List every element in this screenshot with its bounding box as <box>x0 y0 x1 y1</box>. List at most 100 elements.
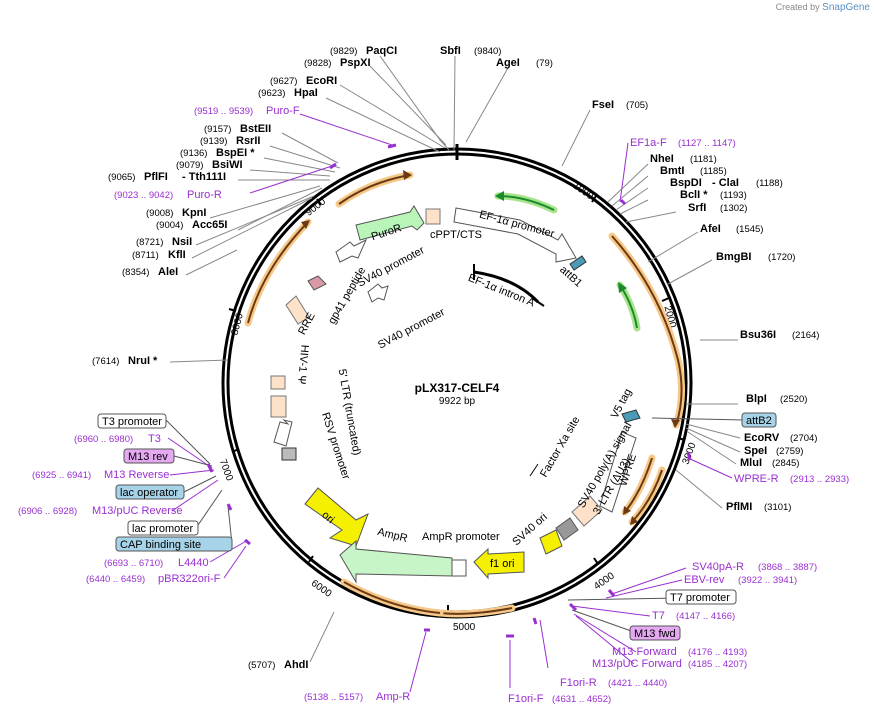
m13-fwd-box: M13 fwd <box>634 628 676 640</box>
ampr-label: AmpR <box>376 526 409 545</box>
site-name: AhdI <box>284 659 308 671</box>
ampr-promoter-label: AmpR promoter <box>422 531 500 543</box>
site-coord: (1545) <box>736 224 763 235</box>
primer-coord: (4421 .. 4440) <box>608 678 667 689</box>
primer-coord: (4147 .. 4166) <box>676 611 735 622</box>
site-coord: (1193) <box>720 190 747 201</box>
hiv-psi-label: HIV-1 Ψ <box>295 344 310 385</box>
primer-coord: (9519 .. 9539) <box>194 106 253 117</box>
box-leader-lines <box>165 417 745 633</box>
site-coord: (7614) <box>92 356 119 367</box>
plasmid-name: pLX317-CELF4 <box>415 381 500 395</box>
site-coord: (9139) <box>200 136 227 147</box>
rsv-promoter-arrow <box>273 419 293 447</box>
boxed-feature-labels: T3 promoter M13 rev lac operator lac pro… <box>97 412 777 641</box>
primer-coord: (4176 .. 4193) <box>688 647 747 658</box>
wpre-feature <box>599 431 637 513</box>
gp41-marker <box>307 275 327 291</box>
primer-name: T3 <box>148 433 161 445</box>
tick-marks <box>228 195 686 612</box>
site-name: Bsu36I <box>740 329 776 341</box>
primer-coord: (4185 .. 4207) <box>688 659 747 670</box>
primer-name: F1ori-R <box>560 677 597 689</box>
primer-name: Amp-R <box>376 691 410 703</box>
primer-name: SV40pA-R <box>692 561 744 573</box>
tick-label-4000: 4000 <box>592 570 617 592</box>
restriction-site-labels: (9829) PaqCI (9828) PspXI SbfI (9840) Ag… <box>92 45 819 671</box>
site-coord: (2164) <box>792 330 819 341</box>
site-name: MluI <box>740 457 762 469</box>
site-coord: (1185) <box>700 166 727 177</box>
sv40-promoter-2-label: SV40 promoter <box>376 306 447 351</box>
site-name: HpaI <box>294 87 318 99</box>
site-coord: (9004) <box>156 220 183 231</box>
lac-promoter-box: lac promoter <box>132 523 193 535</box>
m13-rev-box: M13 rev <box>128 451 168 463</box>
site-name: - Tth111I <box>182 171 226 183</box>
site-name: EcoRV <box>744 432 780 444</box>
cppt-block <box>425 208 441 225</box>
cppt-label: cPPT/CTS <box>430 229 482 241</box>
ori-feature <box>304 487 369 547</box>
primer-coord: (3868 .. 3887) <box>758 562 817 573</box>
attb2-marker <box>621 409 641 423</box>
primer-coord: (5138 .. 5157) <box>304 692 363 703</box>
site-coord: (9065) <box>108 172 135 183</box>
site-leader-lines <box>169 55 741 663</box>
sv40-promoter-1-label: SV40 promoter <box>356 244 427 289</box>
site-coord: (2704) <box>790 433 817 444</box>
primer-name: M13/pUC Reverse <box>92 505 182 517</box>
site-coord: (9840) <box>474 46 501 57</box>
primer-name: EBV-rev <box>684 574 725 586</box>
primer-coord: (6925 .. 6941) <box>32 470 91 481</box>
rsv-hatch <box>281 447 297 461</box>
primer-name: M13 Reverse <box>104 469 169 481</box>
site-coord: (79) <box>536 58 553 69</box>
site-coord: (2520) <box>780 394 807 405</box>
ltr3-block <box>555 517 579 541</box>
site-coord: (1720) <box>768 252 795 263</box>
site-name: NruI * <box>128 355 158 367</box>
site-coord: (9008) <box>146 208 173 219</box>
t3-promoter-box: T3 promoter <box>102 416 162 428</box>
sv40-promoter-arrow-2 <box>367 283 389 303</box>
site-coord: (9627) <box>270 76 297 87</box>
site-coord: (8354) <box>122 267 149 278</box>
ampr-feature <box>339 539 453 584</box>
ef1a-promoter-feature <box>453 207 577 263</box>
created-by-text: Created by <box>775 2 820 12</box>
site-name: - ClaI <box>712 177 739 189</box>
site-name: BlpI <box>746 393 767 405</box>
site-name: BspEI * <box>216 147 255 159</box>
primer-name: T7 <box>652 610 665 622</box>
site-name: BmtI <box>660 165 684 177</box>
site-name: PflMI <box>726 501 752 513</box>
f1-ori-feature <box>473 547 525 580</box>
site-coord: (1188) <box>756 178 783 189</box>
puror-feature <box>355 205 425 241</box>
site-name: KpnI <box>182 207 206 219</box>
cap-binding-site-box: CAP binding site <box>120 539 201 551</box>
primer-markers <box>206 143 692 638</box>
snapgene-branding: Created by SnapGene <box>776 2 870 13</box>
primer-coord: (6440 .. 6459) <box>86 574 145 585</box>
site-coord: (5707) <box>248 660 275 671</box>
site-coord: (9136) <box>180 148 207 159</box>
primer-name: F1ori-F <box>508 693 544 705</box>
site-name: SpeI <box>744 445 767 457</box>
site-name: RsrII <box>236 135 260 147</box>
tick-label-9000: 9000 <box>304 196 329 219</box>
site-name: AgeI <box>496 57 520 69</box>
site-name: NheI <box>650 153 674 165</box>
f1-ori-label: f1 ori <box>490 558 514 570</box>
site-name: BstEII <box>240 123 271 135</box>
site-coord: (1302) <box>720 203 747 214</box>
primer-coord: (9023 .. 9042) <box>114 190 173 201</box>
site-coord: (9829) <box>330 46 357 57</box>
site-name: BspDI <box>670 177 702 189</box>
primer-name: Puro-R <box>187 189 222 201</box>
lac-operator-box: lac operator <box>120 487 178 499</box>
snapgene-logo: SnapGene <box>822 2 870 13</box>
wpre-block <box>571 495 603 527</box>
site-coord: (9828) <box>304 58 331 69</box>
